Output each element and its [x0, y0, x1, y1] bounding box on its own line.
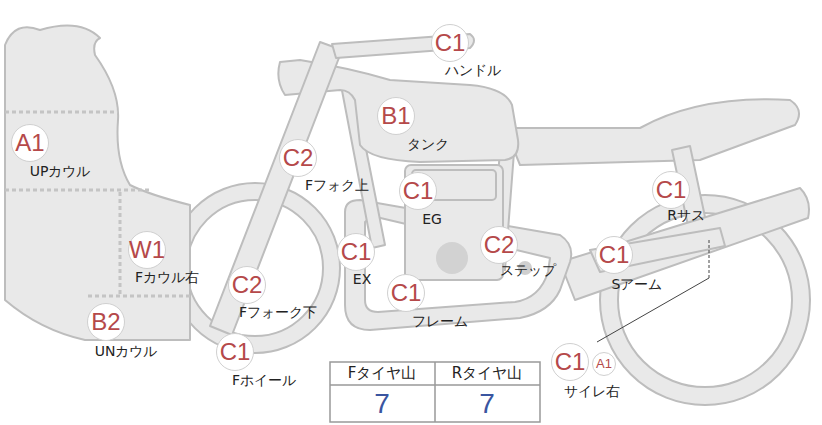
damage-code: A1	[11, 124, 49, 162]
tire-value: 7	[479, 388, 495, 420]
damage-code: A1	[592, 352, 616, 376]
damage-code: C1	[431, 24, 469, 62]
damage-code: C1	[337, 233, 375, 271]
part-name: Fフォク上	[305, 177, 369, 195]
part-name: フレーム	[412, 313, 468, 331]
part-name: Sアーム	[612, 276, 663, 294]
part-name: Rサス	[667, 207, 705, 225]
damage-code: C2	[279, 139, 317, 177]
damage-code: B1	[377, 97, 415, 135]
table-header: Rタイヤ山	[452, 364, 522, 383]
part-name: タンク	[407, 136, 449, 154]
damage-code: C1	[399, 172, 437, 210]
tire-value: 7	[374, 388, 390, 420]
part-name: Fフォーク下	[239, 304, 317, 322]
part-name: Fホイール	[232, 372, 296, 390]
damage-code: B2	[87, 303, 125, 341]
table-header: Fタイヤ山	[348, 364, 417, 383]
damage-code: C1	[551, 343, 589, 381]
part-name: サイレ右	[564, 383, 620, 401]
part-name: UNカウル	[95, 343, 158, 361]
damage-code: C1	[216, 333, 254, 371]
damage-code: C2	[480, 226, 518, 264]
part-name: ハンドル	[445, 62, 501, 80]
damage-code: C2	[228, 266, 266, 304]
damage-code: C1	[387, 274, 425, 312]
part-name: EG	[422, 211, 442, 227]
part-name: EX	[353, 271, 371, 287]
damage-code: C1	[595, 236, 633, 274]
part-name: UPカウル	[30, 163, 91, 181]
damage-code: W1	[128, 231, 166, 269]
part-name: Fカウル右	[135, 269, 199, 287]
damage-code: C1	[652, 171, 690, 209]
part-name: ステップ	[500, 262, 556, 280]
